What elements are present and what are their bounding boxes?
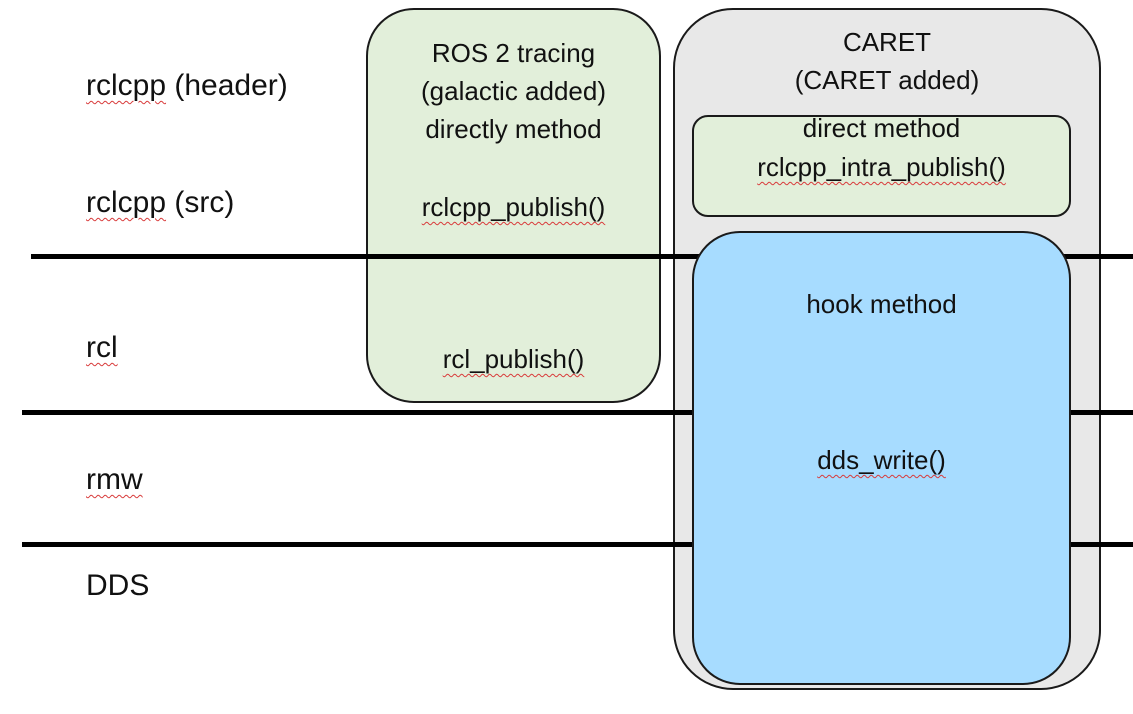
caret-title-line2: (CARET added) (794, 65, 980, 95)
ros2-tracing-title-line2: (galactic added) (421, 76, 606, 106)
layer-divider-rmw-dds (22, 542, 1133, 547)
layer-name: rclcpp (86, 186, 167, 219)
hook-method-title: hook method (806, 289, 957, 319)
rclcpp-intra-publish-func: rclcpp_intra_publish() (757, 152, 1006, 182)
ros2-tracing-box (366, 8, 661, 403)
layer-name: rclcpp (86, 69, 167, 102)
layer-divider-rclcpp-rcl (31, 254, 1133, 259)
layer-label-rclcpp-header: rclcpp (header) (86, 68, 288, 104)
layer-suffix: (src) (174, 186, 235, 219)
hook-method-box (692, 231, 1071, 685)
layer-name: DDS (86, 569, 150, 602)
direct-method-box (692, 115, 1071, 217)
layer-label-rcl: rcl (86, 330, 118, 366)
layer-label-dds: DDS (86, 568, 149, 604)
layer-label-rmw: rmw (86, 462, 143, 498)
layer-label-rclcpp-src: rclcpp (src) (86, 185, 234, 221)
dds-write-func: dds_write() (817, 445, 946, 475)
layer-suffix: (header) (174, 69, 288, 102)
ros2-tracing-title-line3: directly method (425, 114, 602, 144)
rcl-publish-func: rcl_publish() (442, 344, 585, 374)
direct-method-title: direct method (802, 113, 961, 143)
caret-title-line1: CARET (842, 27, 932, 57)
layer-divider-rcl-rmw (22, 410, 1133, 415)
rclcpp-publish-func: rclcpp_publish() (421, 192, 606, 222)
layer-name: rcl (86, 331, 118, 364)
ros2-tracing-title-line1: ROS 2 tracing (431, 38, 596, 68)
layer-name: rmw (86, 463, 143, 496)
